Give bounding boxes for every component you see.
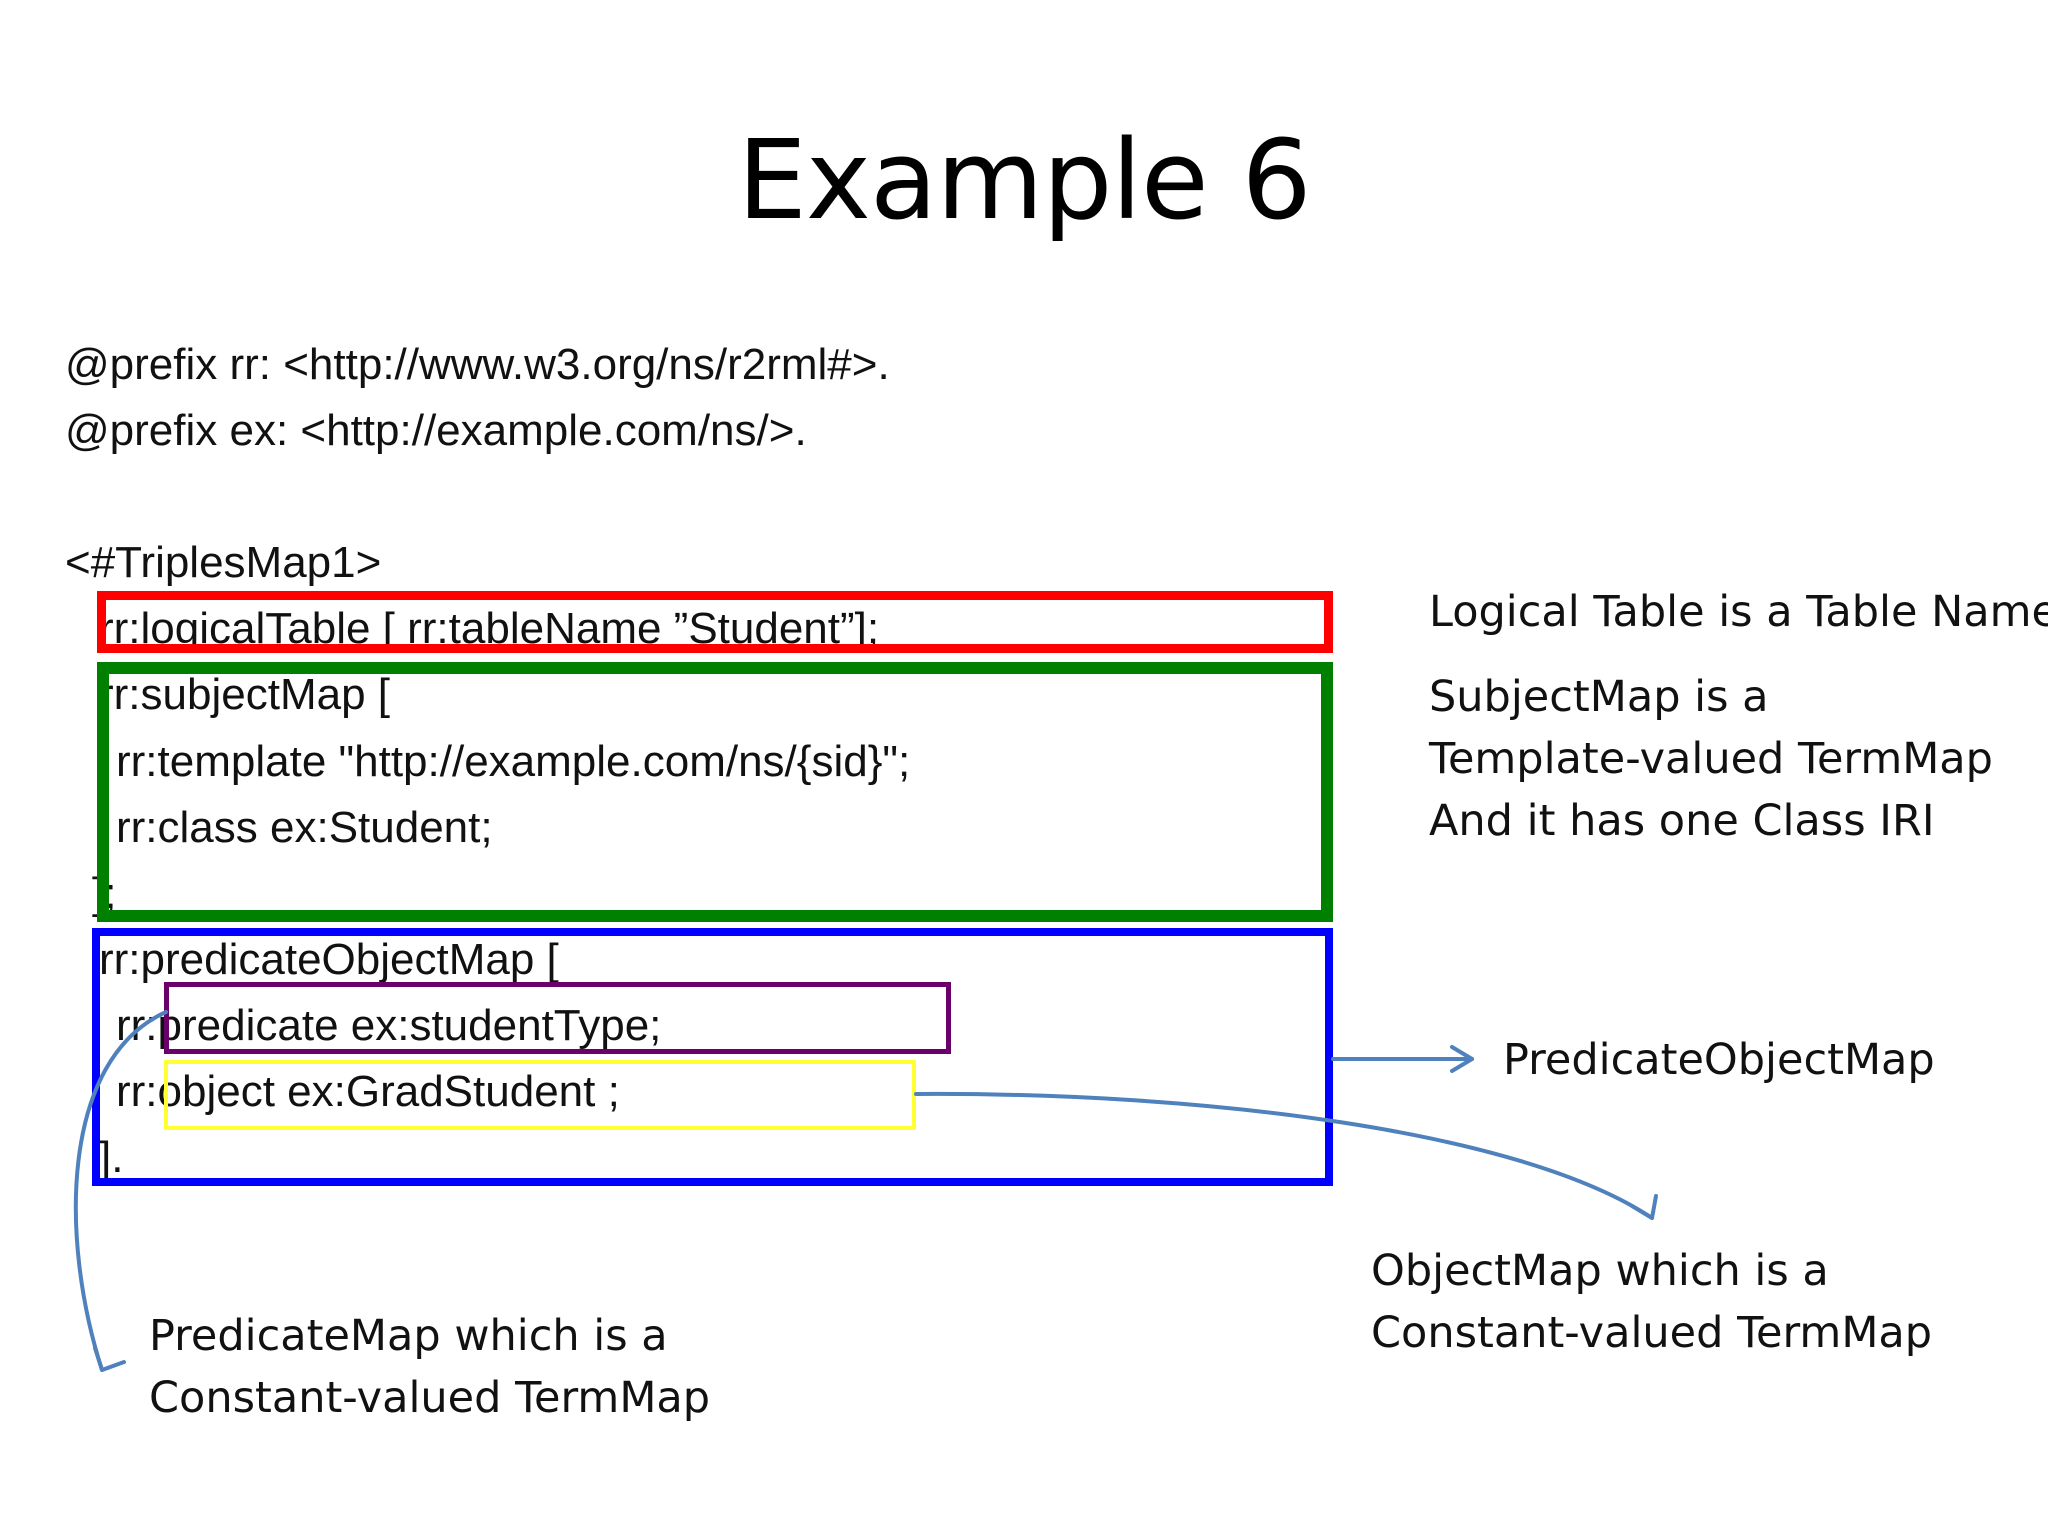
logical-table-box	[97, 591, 1333, 653]
subject-map-box	[97, 662, 1333, 922]
annotation-object-map-line-1: ObjectMap which is a	[1371, 1246, 1829, 1296]
code-subject-map: rr:subjectMap [	[99, 670, 390, 719]
predicate-object-map-box	[92, 928, 1333, 1186]
annotation-subject-map-line-1: SubjectMap is a	[1429, 672, 1769, 722]
code-class: rr:class ex:Student;	[116, 803, 493, 852]
annotation-logical-table: Logical Table is a Table Name	[1429, 587, 2048, 637]
code-prefix-rr: @prefix rr: <http://www.w3.org/ns/r2rml#…	[65, 340, 890, 389]
annotation-predicate-map-line-2: Constant-valued TermMap	[149, 1373, 711, 1423]
annotation-object-map-line-2: Constant-valued TermMap	[1371, 1308, 1933, 1358]
code-triples-map: <#TriplesMap1>	[65, 538, 382, 587]
predicate-map-box	[164, 982, 951, 1054]
code-template: rr:template "http://example.com/ns/{sid}…	[116, 737, 911, 786]
arrowhead-predicate-object-map	[1450, 1045, 1474, 1073]
arrowhead-object-map	[1630, 1194, 1658, 1220]
code-predicate: rr:predicate ex:studentType;	[116, 1001, 662, 1050]
code-predicate-object-map: rr:predicateObjectMap [	[99, 935, 559, 984]
arrowhead-predicate-map	[93, 1346, 126, 1372]
annotation-subject-map-line-2: Template-valued TermMap	[1429, 734, 1993, 784]
annotation-predicate-map-line-1: PredicateMap which is a	[149, 1311, 668, 1361]
code-logical-table: rr:logicalTable [ rr:tableName ”Student”…	[99, 604, 880, 653]
annotation-predicate-object-map: PredicateObjectMap	[1503, 1035, 1935, 1085]
slide-title: Example 6	[737, 116, 1311, 244]
annotation-subject-map-line-3: And it has one Class IRI	[1429, 796, 1935, 846]
object-map-box	[164, 1060, 916, 1130]
code-prefix-ex: @prefix ex: <http://example.com/ns/>.	[65, 406, 807, 455]
